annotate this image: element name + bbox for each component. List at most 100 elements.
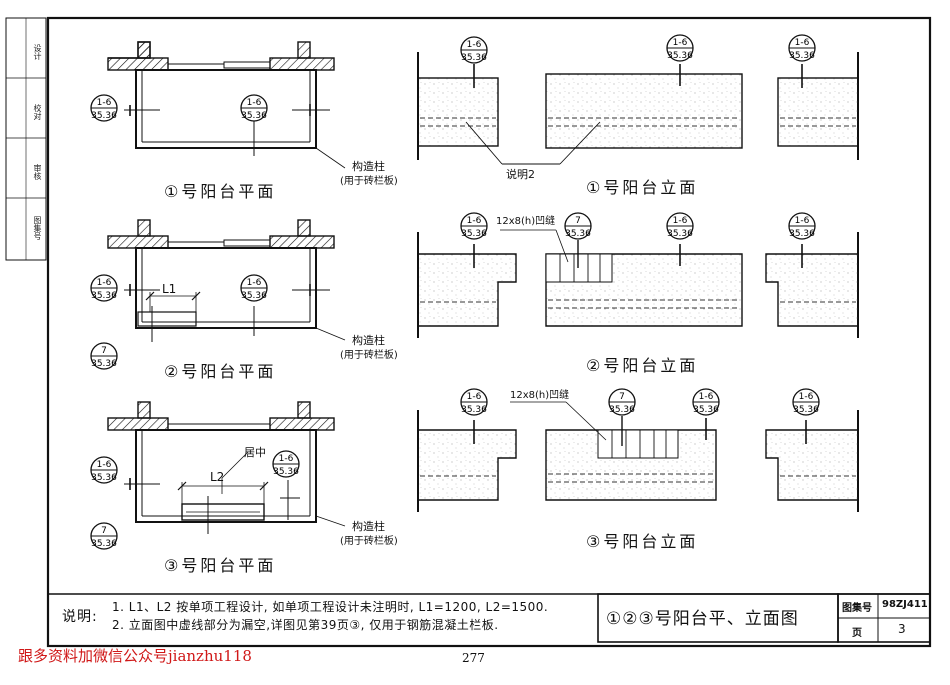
section-callout: 1-6 35.36 (460, 212, 488, 240)
watermark-text: 跟多资料加微信公众号jianzhu118 (18, 647, 252, 665)
elevation-3-groove: 12x8(h)凹缝 (510, 390, 570, 401)
page-number: 277 (462, 651, 485, 665)
callout-bottom: 35.36 (91, 539, 117, 549)
notes-heading: 说明: (62, 609, 98, 625)
callout-top: 7 (575, 216, 581, 226)
callout-bottom: 35.36 (461, 53, 487, 63)
sidebar-label-review: 审核 (33, 164, 42, 180)
atlas-value: 98ZJ411 (882, 599, 928, 610)
callout-bottom: 35.36 (241, 291, 267, 301)
review-strip-labels: 设计 校对 审核 图集号 (6, 18, 44, 260)
callout-top: 7 (101, 526, 107, 536)
outer-frame (46, 16, 932, 648)
callout-bottom: 35.36 (91, 473, 117, 483)
callout-top: 1-6 (467, 392, 482, 402)
section-callout: 1-6 35.36 (460, 36, 488, 64)
sidebar-label-atlas: 图集号 (33, 216, 42, 240)
callout-bottom: 35.36 (565, 229, 591, 239)
note-1: 1. L1、L2 按单项工程设计, 如单项工程设计未注明时, L1=1200, … (112, 600, 549, 614)
callout-top: 7 (101, 346, 107, 356)
sidebar-label-design: 设计 (33, 44, 42, 60)
callout-bottom: 35.36 (693, 405, 719, 415)
callout-top: 1-6 (673, 38, 688, 48)
callout-bottom: 35.36 (609, 405, 635, 415)
section-callout: 735.36 (564, 212, 592, 240)
callout-top: 1-6 (699, 392, 714, 402)
section-callout: 1-6 35.36 (90, 274, 118, 302)
plan-1 (107, 41, 346, 169)
elevation-2-groove: 12x8(h)凹缝 (496, 216, 556, 227)
callout-top: 1-6 (97, 278, 112, 288)
elevation-1 (417, 52, 859, 165)
page-label: 页 (852, 628, 862, 639)
section-callout: 1-6 35.36 (240, 94, 268, 122)
center-note: 居中 (244, 446, 266, 459)
section-callout: 1-6 35.36 (788, 212, 816, 240)
section-callout: 1-6 35.36 (666, 34, 694, 62)
section-callout: 1-6 35.36 (792, 388, 820, 416)
section-callout: 735.36 (608, 388, 636, 416)
callout-top: 1-6 (247, 278, 262, 288)
callout-top: 1-6 (279, 454, 294, 464)
callout-bottom: 35.36 (667, 229, 693, 239)
callout-bottom: 35.36 (461, 405, 487, 415)
plan-1-title: ①号阳台平面 (164, 182, 277, 201)
elevation-1-title: ①号阳台立面 (586, 178, 699, 197)
atlas-label: 图集号 (842, 603, 872, 614)
callout-top: 1-6 (97, 98, 112, 108)
section-callout: 1-6 35.36 (240, 274, 268, 302)
callout-top: 1-6 (673, 216, 688, 226)
plan-3 (107, 401, 346, 534)
plan-3-title: ③号阳台平面 (164, 556, 277, 575)
dim-l2: L2 (210, 470, 225, 484)
callout-top: 1-6 (795, 216, 810, 226)
drawing-title: ①②③号阳台平、立面图 (606, 609, 799, 629)
page-value: 3 (898, 622, 906, 636)
elevation-3 (417, 401, 859, 512)
callout-bottom: 35.36 (241, 111, 267, 121)
plan-2 (107, 219, 346, 342)
callout-bottom: 35.36 (461, 229, 487, 239)
sidebar-label-check: 校对 (33, 104, 42, 120)
dim-l1: L1 (162, 282, 177, 296)
plan-3-annotation: 构造柱 (352, 520, 385, 533)
section-callout: 1-6 35.36 (666, 212, 694, 240)
callout-bottom: 35.36 (91, 291, 117, 301)
plan-2-annotation: 构造柱 (352, 334, 385, 347)
callout-top: 1-6 (467, 216, 482, 226)
section-callout: 1-6 35.36 (272, 450, 300, 478)
section-callout: 1-6 35.36 (90, 94, 118, 122)
callout-top: 1-6 (467, 40, 482, 50)
plan-2-annotation-sub: (用于砖栏板) (340, 350, 398, 361)
callout-bottom: 35.36 (667, 51, 693, 61)
section-callout: 1-6 35.36 (788, 34, 816, 62)
section-callout: 1-6 35.36 (692, 388, 720, 416)
callout-top: 1-6 (97, 460, 112, 470)
section-callout: 1-6 35.36 (90, 456, 118, 484)
note-2: 2. 立面图中虚线部分为漏空,详图见第39页③, 仅用于钢筋混凝土栏板. (112, 618, 499, 632)
callout-top: 1-6 (799, 392, 814, 402)
callout-top: 7 (619, 392, 625, 402)
callout-top: 1-6 (795, 38, 810, 48)
plan-3-annotation-sub: (用于砖栏板) (340, 536, 398, 547)
plan-1-annotation: 构造柱 (352, 160, 385, 173)
callout-bottom: 35.36 (273, 467, 299, 477)
title-block (48, 593, 931, 643)
callout-bubbles: 1-635.361-635.361-635.361-635.36735.361-… (90, 34, 820, 550)
elevation-2 (417, 229, 859, 338)
callout-bottom: 35.36 (789, 229, 815, 239)
callout-bottom: 35.36 (793, 405, 819, 415)
plan-1-annotation-sub: (用于砖栏板) (340, 176, 398, 187)
callout-bottom: 35.36 (789, 51, 815, 61)
section-callout: 735.36 (90, 522, 118, 550)
elevation-2-title: ②号阳台立面 (586, 356, 699, 375)
callout-bottom: 35.36 (91, 359, 117, 369)
callout-top: 1-6 (247, 98, 262, 108)
elevation-3-title: ③号阳台立面 (586, 532, 699, 551)
callout-bottom: 35.36 (91, 111, 117, 121)
elevation-1-note: 说明2 (506, 168, 535, 181)
plan-2-title: ②号阳台平面 (164, 362, 277, 381)
section-callout: 735.36 (90, 342, 118, 370)
